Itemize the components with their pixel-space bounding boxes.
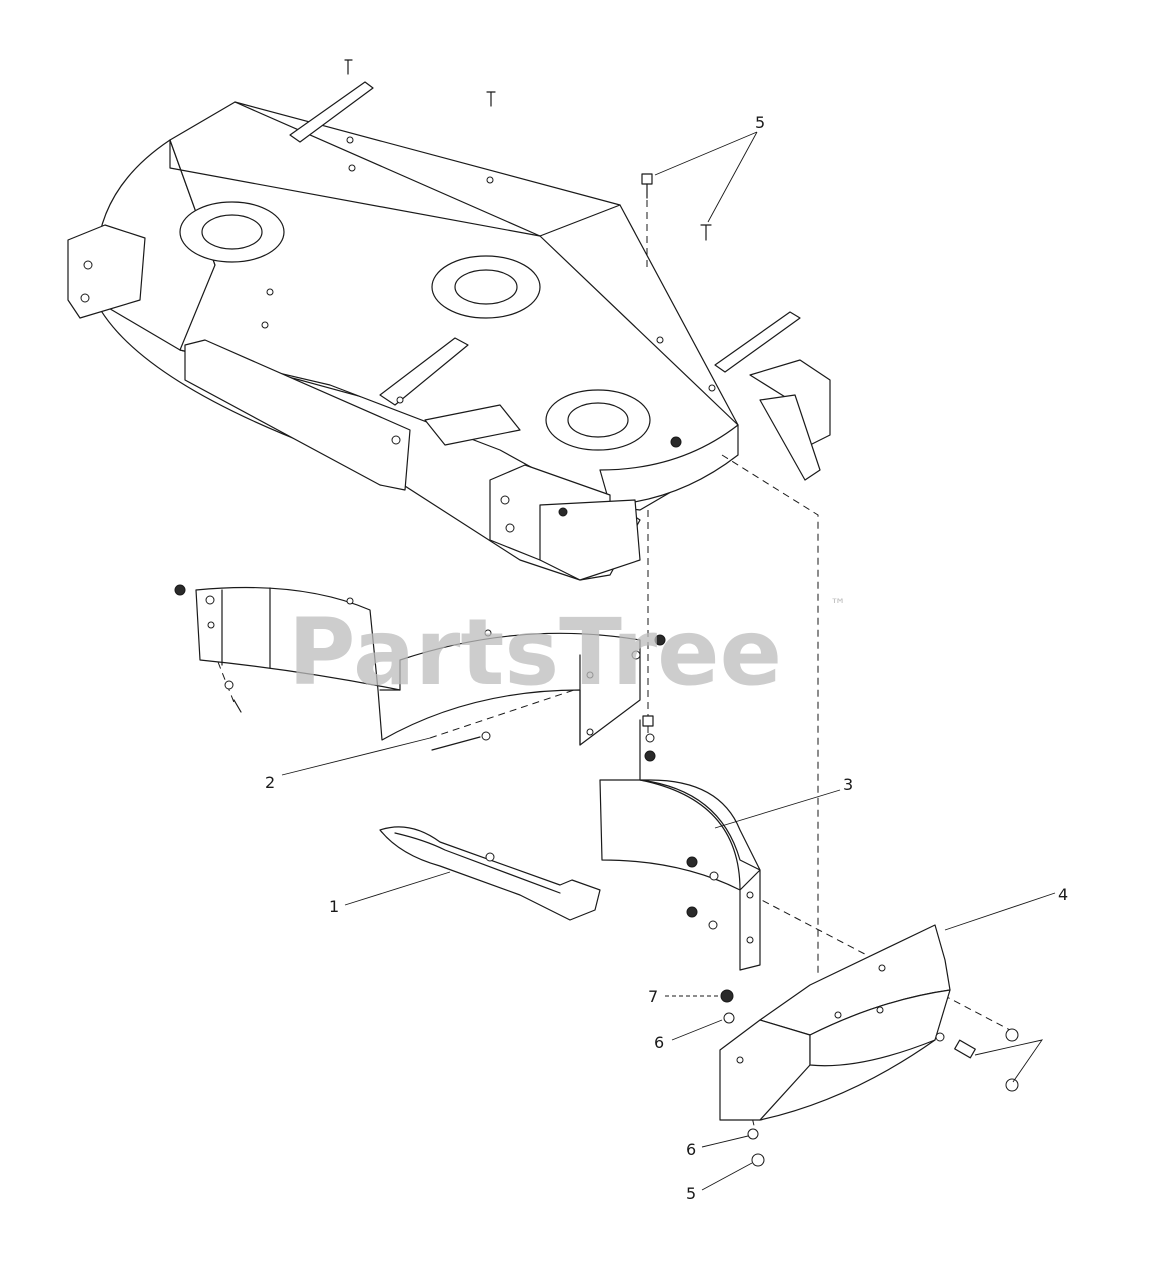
nut-7 [720, 989, 734, 1003]
callout-3: 3 [843, 775, 853, 794]
mower-deck [67, 59, 831, 581]
callout-5-top: 5 [755, 113, 765, 132]
leader-2 [281, 737, 431, 776]
alignment-line-right [721, 454, 819, 975]
leader-1 [344, 871, 451, 906]
bolt-5-bottom [751, 1153, 765, 1167]
spindle-opening-left [179, 201, 285, 263]
callout-7: 7 [648, 987, 658, 1006]
watermark-trademark: ™ [830, 595, 846, 614]
bolt-5-top-b [700, 224, 712, 241]
callout-4: 4 [1058, 885, 1068, 904]
callout-1: 1 [329, 897, 339, 916]
leader-5-top [654, 131, 758, 223]
discharge-chute-part-4 [719, 924, 1044, 1121]
blade-part-1 [379, 826, 601, 921]
leader-6-upper [671, 1019, 723, 1041]
callout-6-lower: 6 [686, 1140, 696, 1159]
watermark-text: PartsTree [288, 599, 782, 706]
washer-6-upper [723, 1012, 735, 1024]
bolt-5-top-a [641, 173, 653, 199]
alignment-line-hw [217, 661, 236, 706]
spindle-opening-right [545, 389, 651, 451]
callout-2: 2 [265, 773, 275, 792]
leader-6-lower [701, 1135, 749, 1148]
leader-4 [944, 892, 1056, 931]
leader-3 [714, 789, 841, 829]
alignment-line-baffle [429, 687, 581, 739]
baffle-left-part-2 [174, 584, 666, 751]
callout-6-upper: 6 [654, 1033, 664, 1052]
callout-5-bottom: 5 [686, 1184, 696, 1203]
leader-5-bottom [701, 1162, 753, 1191]
washer-6-lower [747, 1128, 759, 1140]
baffle-right-part-3 [599, 715, 761, 971]
spindle-opening-center [431, 255, 541, 319]
